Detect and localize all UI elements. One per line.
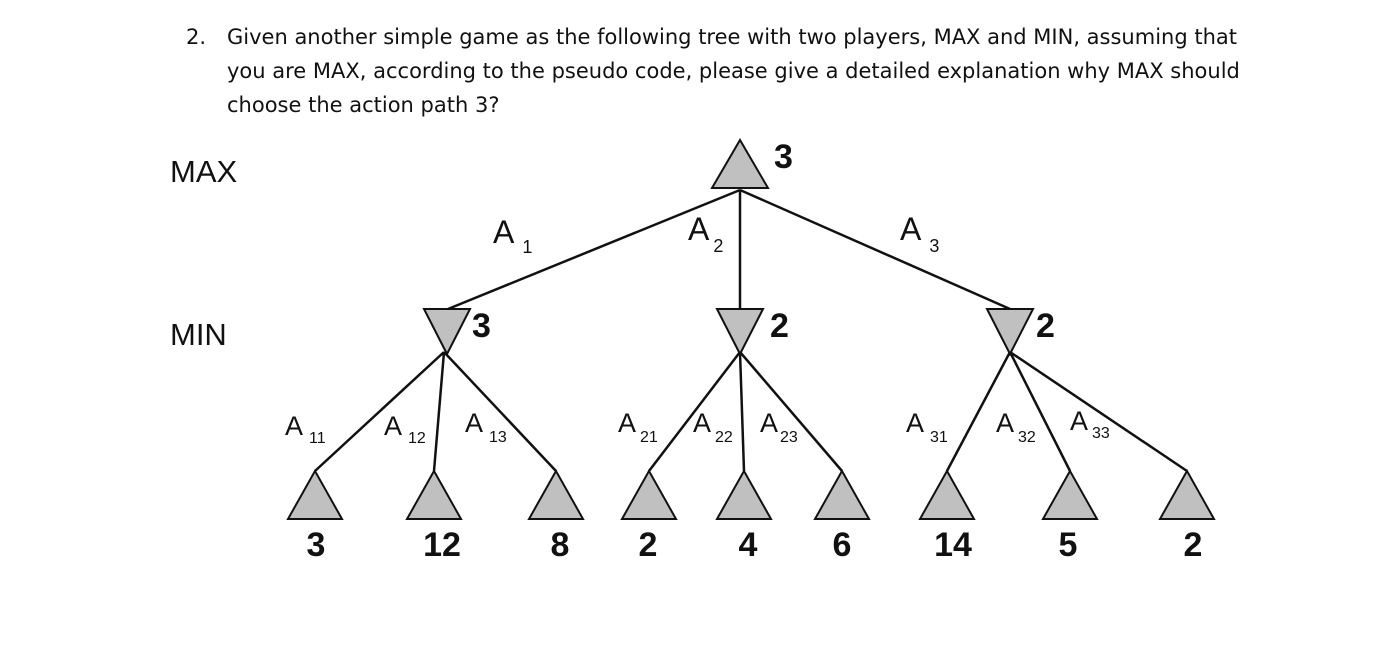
edge-root-a3 xyxy=(739,188,1011,311)
edge-a1-a12 xyxy=(432,351,446,472)
edge-a3-a33 xyxy=(1009,350,1188,473)
question-number: 2. xyxy=(186,25,207,49)
edge-a1-a13 xyxy=(443,351,557,472)
leaf-node-a13 xyxy=(527,468,585,520)
leaf-value-a11: 3 xyxy=(307,526,326,564)
min-node-a3-value: 2 xyxy=(1036,307,1055,345)
leaf-node-a22 xyxy=(715,468,773,520)
leaf-value-a23: 6 xyxy=(833,526,852,564)
edge-root-a1 xyxy=(447,188,741,311)
leaf-value-a12: 12 xyxy=(423,526,461,564)
leaf-node-a33 xyxy=(1158,468,1216,520)
edge-a2-a21 xyxy=(648,351,741,472)
leaf-value-a32: 5 xyxy=(1059,526,1078,564)
question-block: 2. Given another simple game as the foll… xyxy=(186,20,1286,122)
leaf-node-a12 xyxy=(405,468,463,520)
min-node-a3 xyxy=(985,308,1035,357)
leaf-node-a32 xyxy=(1041,468,1099,520)
edge-a1-a11 xyxy=(314,351,445,472)
leaf-node-a11 xyxy=(286,468,344,520)
leaf-value-a22: 4 xyxy=(739,526,758,564)
edge-a2-a23 xyxy=(739,351,843,472)
edge-a2-a22 xyxy=(738,351,746,472)
leaf-value-a21: 2 xyxy=(639,526,658,564)
min-node-a2-value: 2 xyxy=(770,307,789,345)
max-level-label: MAX xyxy=(170,154,238,189)
leaf-node-a31 xyxy=(918,468,976,520)
edge-a3-a31 xyxy=(945,351,1012,472)
leaf-node-a21 xyxy=(620,468,678,520)
min-node-a1-value: 3 xyxy=(472,307,491,345)
leaf-node-a23 xyxy=(813,468,871,520)
min-node-a1 xyxy=(422,308,472,357)
leaf-value-a33: 2 xyxy=(1184,526,1203,564)
tree-edges xyxy=(314,188,1188,473)
question-text: Given another simple game as the followi… xyxy=(227,25,1240,117)
leaf-value-a13: 8 xyxy=(551,526,570,564)
edge-a3-a32 xyxy=(1008,351,1072,472)
leaf-value-a31: 14 xyxy=(934,526,972,564)
max-root-node xyxy=(710,138,770,189)
root-value: 3 xyxy=(774,138,793,176)
min-level-label: MIN xyxy=(170,317,227,352)
min-node-a2 xyxy=(715,308,765,357)
